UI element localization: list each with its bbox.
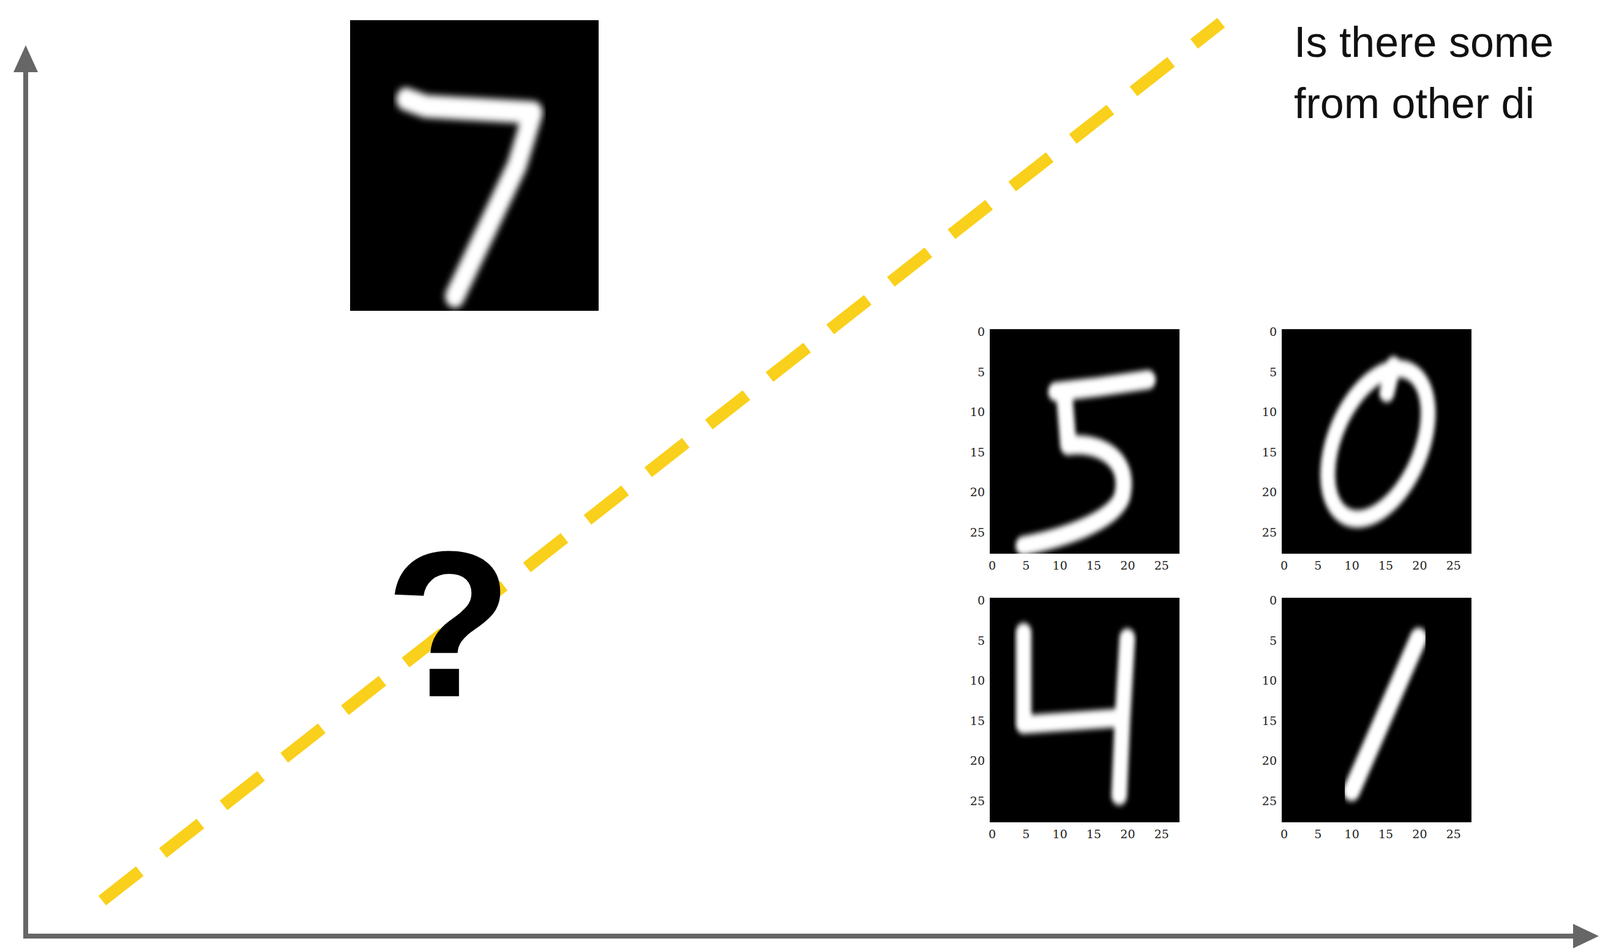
axis-tick-label: 10: [970, 675, 985, 687]
axis-tick-label: 15: [1086, 560, 1102, 572]
axis-tick-label: 25: [1446, 560, 1462, 572]
axis-tick-label: 15: [970, 446, 985, 458]
axis-tick-label: 0: [977, 326, 985, 338]
axis-tick-label: 5: [1314, 560, 1322, 572]
y-axis: [23, 67, 29, 937]
axis-tick-label: 10: [1344, 560, 1360, 572]
axis-tick-label: 20: [970, 755, 985, 767]
question-text: from other di: [1293, 78, 1535, 128]
digit-zero-image: [1281, 329, 1472, 554]
question-text: Is there some: [1293, 17, 1554, 67]
axis-tick-label: 0: [1269, 326, 1277, 338]
axis-tick-label: 15: [970, 714, 985, 727]
axis-tick-label: 5: [977, 634, 985, 647]
axis-tick-label: 10: [1052, 560, 1068, 572]
digit-four-image: [989, 598, 1180, 823]
axis-tick-label: 0: [1269, 594, 1277, 607]
axis-tick-label: 0: [1280, 560, 1288, 572]
question-mark: ?: [385, 520, 513, 729]
axis-tick-label: 20: [1412, 828, 1427, 841]
digit-one-image: [1281, 598, 1472, 823]
x-axis: [23, 934, 1578, 939]
axis-tick-label: 10: [970, 406, 985, 419]
axis-tick-label: 20: [970, 486, 985, 499]
axis-tick-label: 15: [1378, 560, 1394, 572]
axis-tick-label: 15: [1262, 446, 1277, 458]
decision-boundary: [102, 22, 1222, 901]
axis-tick-label: 0: [988, 828, 996, 841]
axis-tick-label: 5: [1022, 828, 1030, 841]
digit-five-image: [989, 329, 1180, 554]
axis-tick-label: 5: [1022, 560, 1030, 572]
axis-tick-label: 25: [970, 526, 985, 539]
digit-seven-image: [350, 20, 599, 311]
axis-tick-label: 25: [1262, 526, 1277, 539]
axis-tick-label: 15: [1262, 714, 1277, 727]
axis-tick-label: 10: [1344, 828, 1360, 841]
axis-tick-label: 20: [1262, 755, 1277, 767]
axis-tick-label: 5: [1269, 634, 1277, 647]
axis-tick-label: 15: [1378, 828, 1394, 841]
axis-tick-label: 10: [1052, 828, 1068, 841]
axis-tick-label: 5: [1314, 828, 1322, 841]
axis-tick-label: 10: [1262, 406, 1277, 419]
x-axis-arrowhead: [1573, 924, 1599, 949]
axis-tick-label: 20: [1412, 560, 1427, 572]
axis-tick-label: 20: [1262, 486, 1277, 499]
y-axis-arrowhead: [13, 45, 38, 73]
axis-tick-label: 20: [1120, 828, 1135, 841]
axis-tick-label: 20: [1120, 560, 1135, 572]
axis-tick-label: 5: [977, 366, 985, 378]
axis-tick-label: 25: [1262, 795, 1277, 807]
axis-tick-label: 0: [988, 560, 996, 572]
axis-tick-label: 25: [1154, 828, 1170, 841]
axis-tick-label: 25: [1154, 560, 1170, 572]
axis-tick-label: 25: [970, 795, 985, 807]
axis-tick-label: 0: [1280, 828, 1288, 841]
axis-tick-label: 25: [1446, 828, 1462, 841]
axis-tick-label: 10: [1262, 675, 1277, 687]
axis-tick-label: 15: [1086, 828, 1102, 841]
axis-tick-label: 0: [977, 594, 985, 607]
axis-tick-label: 5: [1269, 366, 1277, 378]
